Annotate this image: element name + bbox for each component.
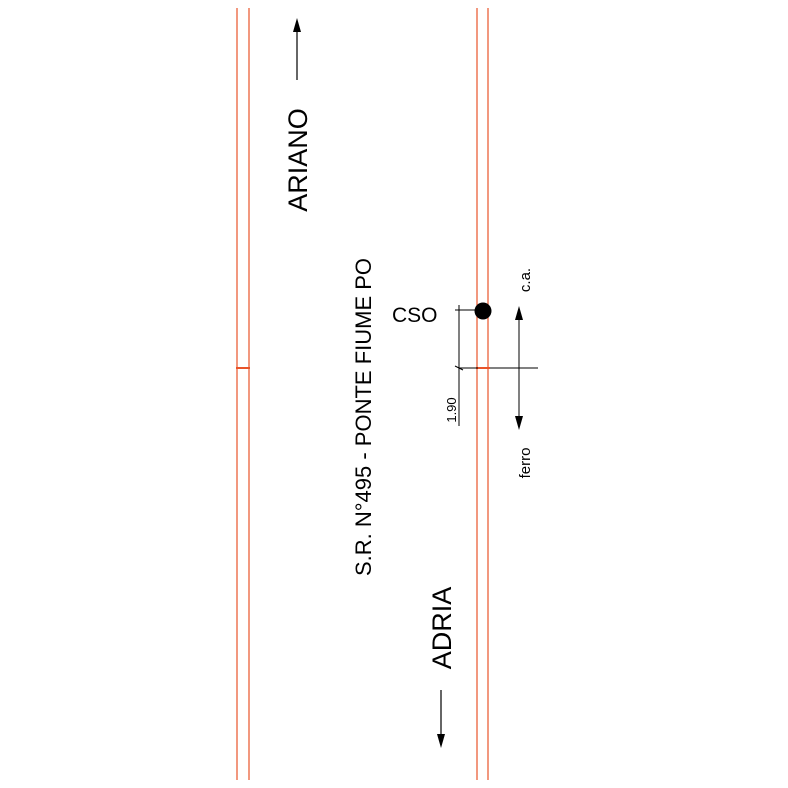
material-transition-marker <box>490 318 538 418</box>
adria-label: ADRIA <box>427 587 457 670</box>
right-road-edge <box>476 8 489 780</box>
arrow-down-icon <box>515 416 523 430</box>
material-up-label: c.a. <box>517 268 534 292</box>
dimension-line <box>454 305 478 426</box>
ariano-direction-arrow <box>293 18 301 80</box>
cso-label: CSO <box>392 304 438 327</box>
ariano-label: ARIANO <box>283 108 313 212</box>
cso-marker-dot <box>474 302 492 320</box>
left-road-edge <box>236 8 250 780</box>
adria-direction-arrow <box>437 690 445 748</box>
arrow-up-icon <box>515 306 523 320</box>
dimension-value: 1.90 <box>444 397 459 422</box>
material-down-label: ferro <box>517 448 534 479</box>
road-title: S.R. N°495 - PONTE FIUME PO <box>351 258 376 576</box>
